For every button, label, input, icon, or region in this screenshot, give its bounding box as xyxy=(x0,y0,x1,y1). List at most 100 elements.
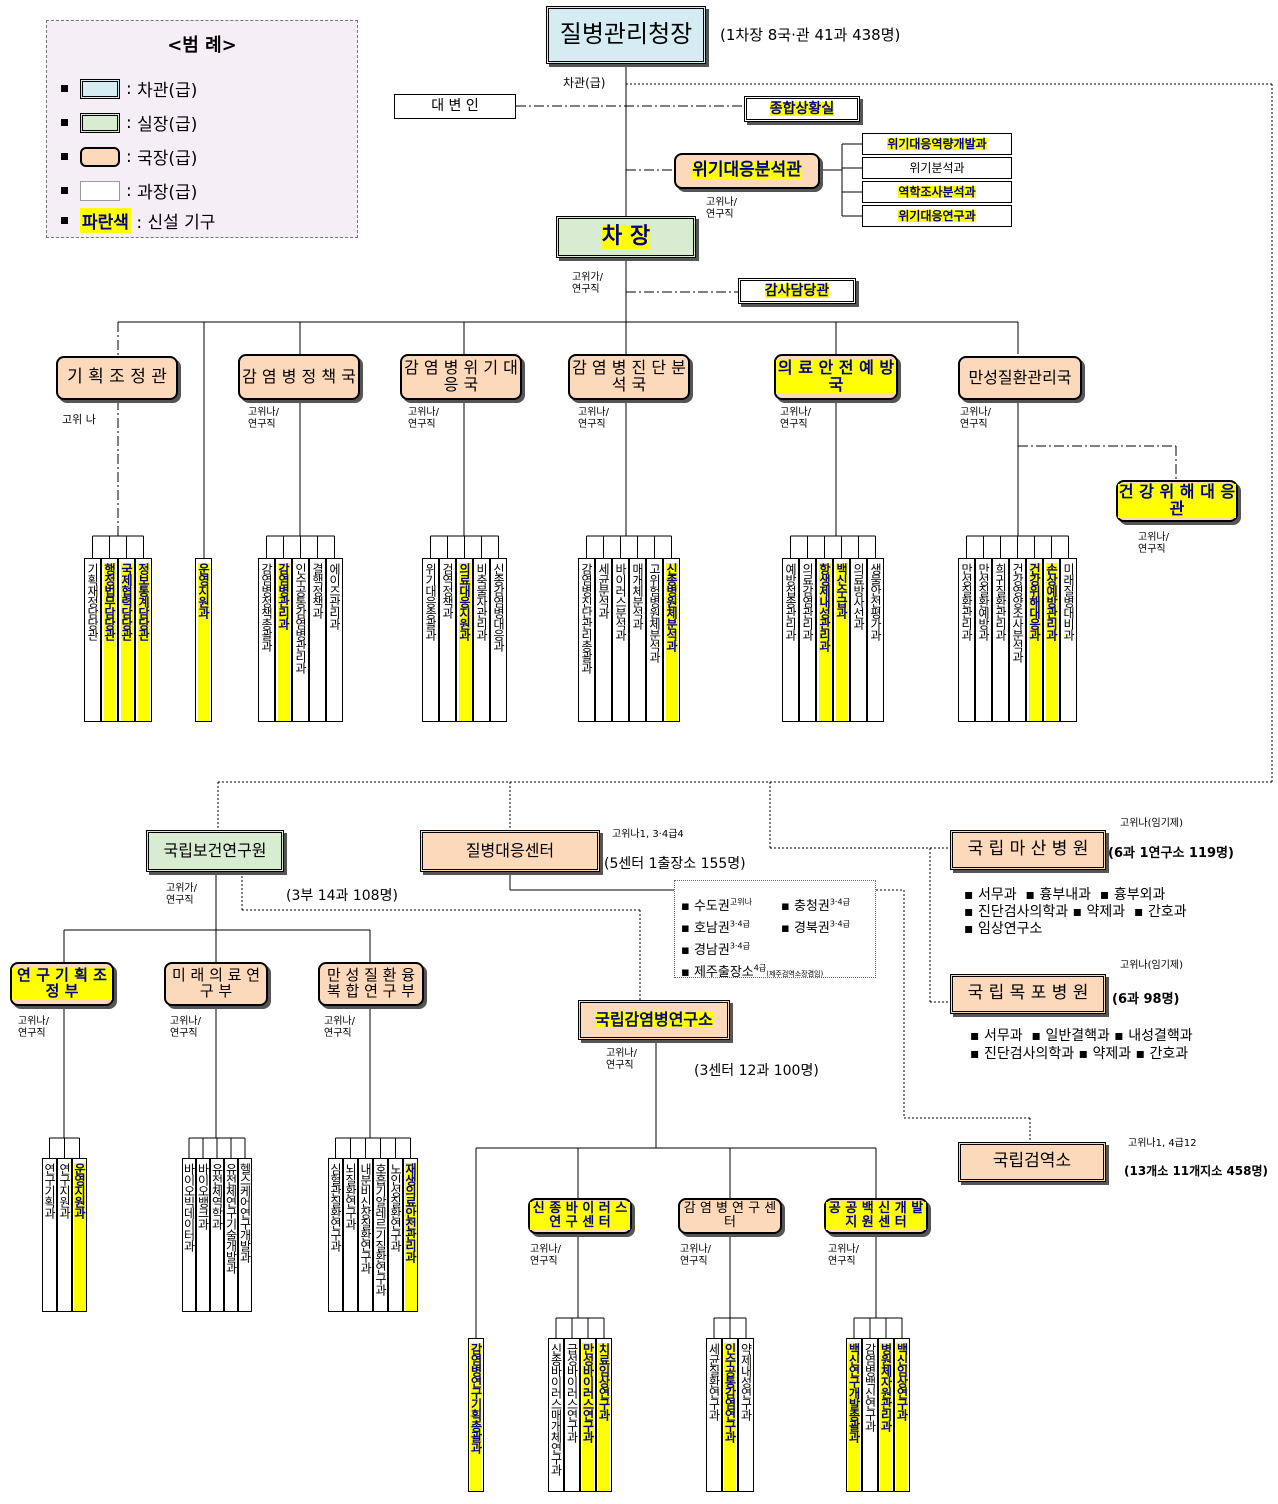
crisis-analyst-grade: 고위나/ 연구직 xyxy=(706,197,737,220)
quarantine-summary: (13개소 11개지소 458명) xyxy=(1124,1164,1269,1178)
niid-planning-unit-1: 감염병연구기획총괄과 xyxy=(468,1338,484,1492)
chronic-unit-3: 희귀질환관리과 xyxy=(992,558,1009,722)
nih-chronic-unit-5: 노인성질환연구과 xyxy=(388,1158,403,1312)
planning-unit-1: 기획재정담당관 xyxy=(84,558,101,722)
chronic-unit-5: 건강위해대응과 xyxy=(1026,558,1043,722)
mokpo-summary: (6과 98명) xyxy=(1112,992,1180,1007)
diagnosis-unit-2: 세균분석과 xyxy=(595,558,612,722)
support-unit-1: 운영지원과 xyxy=(195,558,212,722)
region-chungcheong: ▪ 충청권3·4급 xyxy=(781,897,850,914)
region-capital: ▪ 수도권고위나 xyxy=(681,897,752,914)
planning-unit-2: 행정법무담당관 xyxy=(101,558,118,722)
region-honam: ▪ 호남권3·4급 xyxy=(681,919,750,936)
niid-center-infection-grade: 고위나/ 연구직 xyxy=(680,1244,711,1267)
health-risk-office-grade: 고위나/ 연구직 xyxy=(1138,532,1169,555)
infection-crisis-unit-1: 위기대응총괄과 xyxy=(422,558,439,722)
nih-dept-chronic: 만 성 질 환 융 복 합 연 구 부 xyxy=(318,962,424,1006)
legend-item-vice: : 차관(급) xyxy=(61,76,197,101)
niid-vaccine-unit-3: 병원체자원관리과 xyxy=(878,1338,894,1492)
legend-item-new: 파란색 : 신설 기구 xyxy=(61,208,215,233)
nih-dept-future: 미 래 의 료 연 구 부 xyxy=(164,962,268,1006)
niid-infection-unit-1: 세균질환연구과 xyxy=(706,1338,722,1492)
crisis-unit-1: 위기대응역량개발과 xyxy=(862,133,1012,155)
legend-box: <범 례> : 차관(급) : 실장(급) : 국장(급) : 과장(급) 파란… xyxy=(46,20,358,238)
bureau-infection-policy: 감 염 병 정 책 국 xyxy=(238,354,360,400)
nih-grade: 고위가/ 연구직 xyxy=(166,883,197,906)
niid-center-virus: 신 종 바 이 러 스 연 구 센 터 xyxy=(528,1198,632,1234)
mokpo-grade: 고위나(임기제) xyxy=(1120,960,1184,971)
response-center-summary: (5센터 1출장소 155명) xyxy=(604,856,746,872)
chronic-unit-2: 만성질환예방과 xyxy=(975,558,992,722)
infection-policy-unit-2: 감염병관리과 xyxy=(275,558,292,722)
legend-title: <범 례> xyxy=(167,35,237,56)
situation-room-box: 종합상황실 xyxy=(744,96,860,122)
region-list-box: ▪ 수도권고위나 ▪ 충청권3·4급 ▪ 호남권3·4급 ▪ 경북권3·4급 ▪… xyxy=(674,880,876,980)
crisis-analyst-box: 위기대응분석관 xyxy=(674,153,820,189)
chronic-unit-1: 만성질환관리과 xyxy=(958,558,975,722)
bureau-infection-policy-grade: 고위나/ 연구직 xyxy=(248,407,279,430)
nih-chronic-unit-4: 호흡기알레르기질환연구과 xyxy=(373,1158,388,1312)
legend-item-office: : 실장(급) xyxy=(61,110,197,135)
niid-virus-unit-2: 급성바이러스연구과 xyxy=(564,1338,580,1492)
masan-units-row3: ▪ 임상연구소 xyxy=(964,921,1043,937)
nih-planning-unit-1: 연구기획과 xyxy=(42,1158,57,1312)
medical-safety-unit-6: 생물안전평가과 xyxy=(867,558,884,722)
bureau-medical-safety-grade: 고위나/ 연구직 xyxy=(780,407,811,430)
nih-future-unit-3: 유전체역학과 xyxy=(210,1158,224,1312)
chronic-unit-6: 손상예방관리과 xyxy=(1043,558,1060,722)
medical-safety-unit-1: 예방접종관리과 xyxy=(782,558,799,722)
nih-planning-unit-2: 연구지원과 xyxy=(57,1158,72,1312)
bureau-infection-crisis-grade: 고위나/ 연구직 xyxy=(408,407,439,430)
niid-vaccine-unit-4: 백신임상연구과 xyxy=(894,1338,910,1492)
niid-box: 국립감염병연구소 xyxy=(578,1000,730,1040)
planning-unit-3: 국제협력담당관 xyxy=(118,558,135,722)
nih-planning-unit-3: 운영지원과 xyxy=(72,1158,87,1312)
masan-summary: (6과 1연구소 119명) xyxy=(1108,846,1234,861)
nih-chronic-unit-3: 내분비신장질환연구과 xyxy=(358,1158,373,1312)
bureau-planning: 기 획 조 정 관 xyxy=(56,356,178,400)
crisis-unit-4: 위기대응연구과 xyxy=(862,205,1012,227)
niid-center-virus-grade: 고위나/ 연구직 xyxy=(530,1244,561,1267)
bureau-chronic: 만성질환관리국 xyxy=(958,356,1082,400)
region-gyeongbuk: ▪ 경북권3·4급 xyxy=(781,919,850,936)
nih-future-unit-4: 유전체연구기술개발과 xyxy=(224,1158,238,1312)
niid-center-infection: 감 염 병 연 구 센 터 xyxy=(678,1198,782,1234)
niid-grade: 고위나/ 연구직 xyxy=(606,1048,637,1071)
nih-future-unit-2: 바이오뱅크과 xyxy=(196,1158,210,1312)
commissioner-grade: 차관(급) xyxy=(563,76,606,90)
diagnosis-unit-1: 감염병진단관리총괄과 xyxy=(578,558,595,722)
chronic-unit-7: 미래질병대비과 xyxy=(1060,558,1077,722)
niid-center-vaccine: 공 공 백 신 개 발 지 원 센 터 xyxy=(824,1198,928,1234)
commissioner-box: 질병관리청장 xyxy=(546,6,706,64)
health-risk-office: 건 강 위 해 대 응 관 xyxy=(1116,480,1238,522)
spokesman-box: 대 변 인 xyxy=(394,94,516,119)
mokpo-hospital-box: 국 립 목 포 병 원 xyxy=(950,974,1106,1014)
niid-vaccine-unit-2: 감염병백신연구과 xyxy=(862,1338,878,1492)
bureau-chronic-grade: 고위나/ 연구직 xyxy=(960,407,991,430)
mokpo-units-row2: ▪ 진단검사의학과 ▪ 약제과 ▪ 간호과 xyxy=(970,1046,1189,1062)
medical-safety-unit-2: 의료감염관리과 xyxy=(799,558,816,722)
niid-virus-unit-1: 신종바이러스매개체연구과 xyxy=(548,1338,564,1492)
nih-chronic-unit-6: 재생의료안전관리과 xyxy=(403,1158,418,1312)
nih-chronic-unit-1: 심혈관질환연구과 xyxy=(328,1158,343,1312)
infection-crisis-unit-2: 검역정책과 xyxy=(439,558,456,722)
niid-center-vaccine-grade: 고위나/ 연구직 xyxy=(828,1244,859,1267)
nih-dept-future-grade: 고위나/ 연구직 xyxy=(170,1016,201,1039)
vice-commissioner-grade: 고위가/ 연구직 xyxy=(572,272,603,295)
headquarters-summary: (1차장 8국·관 41과 438명) xyxy=(720,26,901,44)
legend-item-bureau: : 국장(급) xyxy=(61,144,197,169)
nih-chronic-unit-2: 뇌질환연구과 xyxy=(343,1158,358,1312)
masan-grade: 고위나(임기제) xyxy=(1120,818,1184,829)
niid-vaccine-unit-1: 백신연구개발총괄과 xyxy=(846,1338,862,1492)
infection-policy-unit-5: 에이즈관리과 xyxy=(326,558,343,722)
vice-commissioner-box: 차 장 xyxy=(556,216,696,258)
nih-dept-chronic-grade: 고위나/ 연구직 xyxy=(324,1016,355,1039)
region-gyeongnam: ▪ 경남권3·4급 xyxy=(681,941,750,958)
nih-future-unit-5: 헬스케어연구개발과 xyxy=(238,1158,252,1312)
chronic-unit-4: 건강영양조사분석과 xyxy=(1009,558,1026,722)
planning-unit-4: 정보통계담당관 xyxy=(135,558,152,722)
infection-crisis-unit-4: 비축물자관리과 xyxy=(473,558,490,722)
region-jeju: ▪ 제주출장소4급(제주검역소장겸임) xyxy=(681,963,824,980)
diagnosis-unit-4: 매개체분석과 xyxy=(629,558,646,722)
bureau-medical-safety: 의 료 안 전 예 방 국 xyxy=(774,354,898,400)
